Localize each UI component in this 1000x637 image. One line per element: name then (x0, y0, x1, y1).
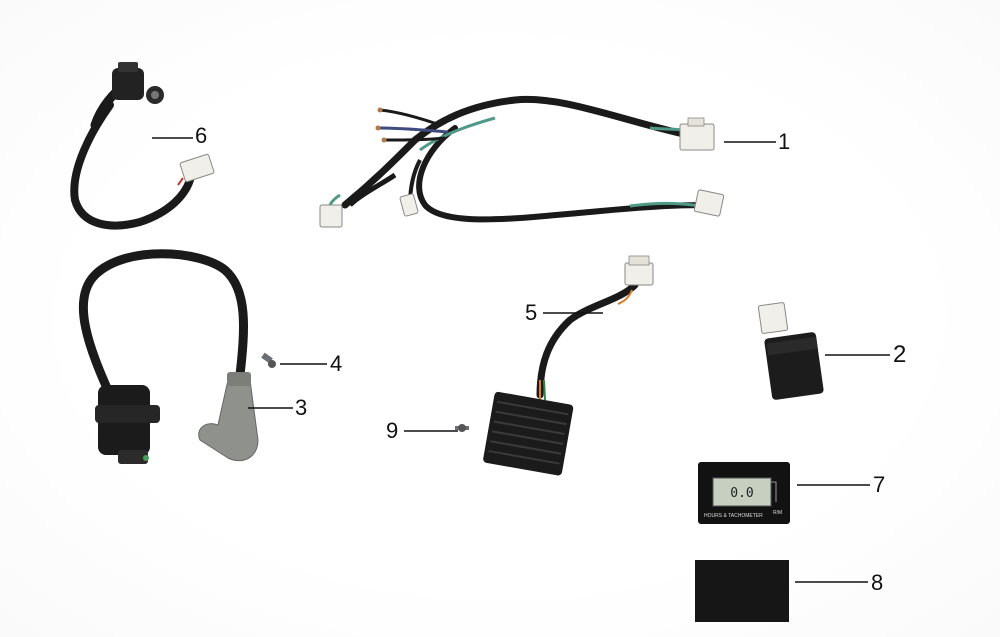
callout-4: 4 (330, 351, 343, 376)
meter-brand-text: HOURS & TACHOMETER (704, 513, 763, 519)
screw-9 (455, 424, 469, 432)
cdi-unit (757, 302, 824, 400)
callout-2: 2 (893, 341, 907, 368)
meter-unit-text: R/M (773, 510, 782, 516)
hour-meter: 0.0 HOURS & TACHOMETER R/M (698, 462, 790, 524)
ignition-coil (78, 249, 259, 464)
callout-7: 7 (873, 472, 886, 497)
callout-1: 1 (778, 129, 791, 154)
callout-6: 6 (195, 123, 208, 148)
adhesive-pad (695, 560, 789, 622)
regulator-rectifier (483, 255, 654, 476)
wire-harness (319, 95, 725, 228)
callout-8: 8 (871, 570, 884, 595)
callout-3: 3 (295, 395, 308, 420)
callout-9: 9 (386, 418, 399, 443)
ignition-switch (70, 62, 215, 230)
meter-display: 0.0 (730, 486, 753, 501)
screw-4 (261, 352, 276, 368)
callout-5: 5 (525, 300, 538, 325)
